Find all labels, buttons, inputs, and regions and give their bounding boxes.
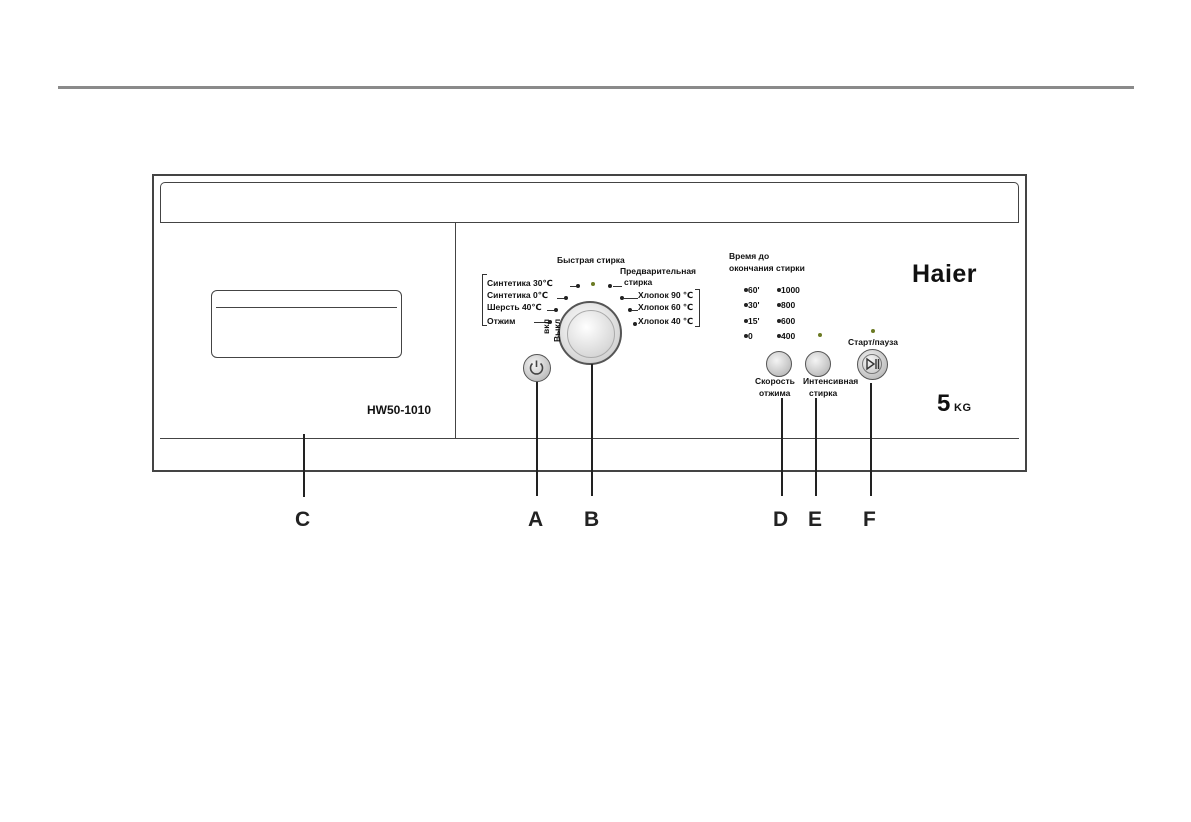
power-label-off: Выкл xyxy=(552,318,562,342)
program-cotton-90: Хлопок 90 ℃ xyxy=(638,290,694,300)
spin-speed-label-2: отжима xyxy=(759,388,791,398)
detergent-drawer-handle[interactable] xyxy=(211,290,402,358)
speed-800: 800 xyxy=(781,300,796,310)
time-title-2: окончания стирки xyxy=(729,263,805,273)
power-button[interactable] xyxy=(523,354,551,382)
brand-logo: Haier xyxy=(912,260,978,288)
leader-b xyxy=(591,364,593,496)
dot-speed-1000 xyxy=(777,288,781,292)
intensive-label-1: Интенсивная xyxy=(803,376,859,386)
power-label-on: вкл xyxy=(541,319,551,334)
speed-1000: 1000 xyxy=(781,285,800,295)
dot-cotton-60 xyxy=(628,308,632,312)
time-0: 0 xyxy=(748,331,753,341)
program-quick-wash: Быстрая стирка xyxy=(557,255,625,265)
tick-prewash xyxy=(613,286,622,287)
left-bracket xyxy=(482,274,487,326)
dot-time-15 xyxy=(744,319,748,323)
control-panel: HW50-1010 Быстрая стирка Предварительная… xyxy=(152,174,1027,472)
dot-speed-400 xyxy=(777,334,781,338)
right-bracket xyxy=(695,289,700,327)
program-prewash-2: стирка xyxy=(624,277,653,287)
tick-spin xyxy=(534,322,548,323)
tick-synthetic-30 xyxy=(570,286,578,287)
time-30: 30' xyxy=(748,300,760,310)
dot-prewash xyxy=(608,284,612,288)
dot-wool-40 xyxy=(554,308,558,312)
tick-cotton-60 xyxy=(632,310,638,311)
program-cotton-60: Хлопок 60 ℃ xyxy=(638,302,694,312)
tick-cotton-90 xyxy=(624,298,638,299)
dot-start-pause xyxy=(871,329,875,333)
leader-f xyxy=(870,383,872,496)
panel-vertical-divider xyxy=(455,222,456,438)
knob-face xyxy=(567,310,615,358)
dot-quick-wash xyxy=(591,282,595,286)
play-pause-icon xyxy=(866,357,880,371)
intensive-label-2: стирка xyxy=(809,388,838,398)
dot-intensive-wash xyxy=(818,333,822,337)
program-wool-40: Шерсть 40℃ xyxy=(487,302,542,312)
dot-time-60 xyxy=(744,288,748,292)
dot-speed-800 xyxy=(777,303,781,307)
time-15: 15' xyxy=(748,316,760,326)
panel-top-strip xyxy=(160,182,1019,222)
power-icon xyxy=(529,360,544,375)
callout-e: E xyxy=(808,508,823,531)
capacity-number: 5 xyxy=(937,390,951,417)
callout-b: B xyxy=(584,508,600,531)
callout-a: A xyxy=(528,508,544,531)
callout-f: F xyxy=(863,508,876,531)
spin-speed-button[interactable] xyxy=(766,351,792,377)
time-60: 60' xyxy=(748,285,760,295)
capacity-unit: KG xyxy=(954,402,972,414)
model-label: HW50-1010 xyxy=(367,403,432,417)
intensive-wash-button[interactable] xyxy=(805,351,831,377)
dot-cotton-40 xyxy=(633,322,637,326)
program-synthetic-0: Синтетика 0℃ xyxy=(487,290,549,300)
program-spin: Отжим xyxy=(487,316,516,326)
callout-c: C xyxy=(295,508,311,531)
program-selector-knob[interactable] xyxy=(558,301,622,365)
header-rule xyxy=(58,86,1134,89)
time-title-1: Время до xyxy=(729,251,770,261)
program-prewash: Предварительная xyxy=(620,266,697,276)
start-pause-label: Старт/пауза xyxy=(848,337,898,347)
tick-wool-40 xyxy=(547,310,557,311)
leader-a xyxy=(536,382,538,496)
speed-400: 400 xyxy=(781,331,796,341)
dot-synthetic-30 xyxy=(576,284,580,288)
program-cotton-40: Хлопок 40 ℃ xyxy=(638,316,694,326)
dot-speed-600 xyxy=(777,319,781,323)
dot-time-30 xyxy=(744,303,748,307)
start-pause-button[interactable] xyxy=(857,349,888,380)
drawer-handle-lip xyxy=(216,295,397,308)
leader-e xyxy=(815,398,817,496)
leader-d xyxy=(781,398,783,496)
speed-600: 600 xyxy=(781,316,796,326)
panel-bottom-divider xyxy=(160,438,1019,439)
dot-synthetic-0 xyxy=(564,296,568,300)
start-pause-ring xyxy=(862,354,882,374)
panel-top-divider xyxy=(160,222,1019,223)
dot-time-0 xyxy=(744,334,748,338)
spin-speed-label-1: Скорость xyxy=(755,376,795,386)
dot-spin xyxy=(548,320,552,324)
leader-c xyxy=(303,434,305,497)
callout-d: D xyxy=(773,508,789,531)
program-synthetic-30: Синтетика 30℃ xyxy=(487,278,553,288)
dot-cotton-90 xyxy=(620,296,624,300)
tick-synthetic-0 xyxy=(557,298,567,299)
